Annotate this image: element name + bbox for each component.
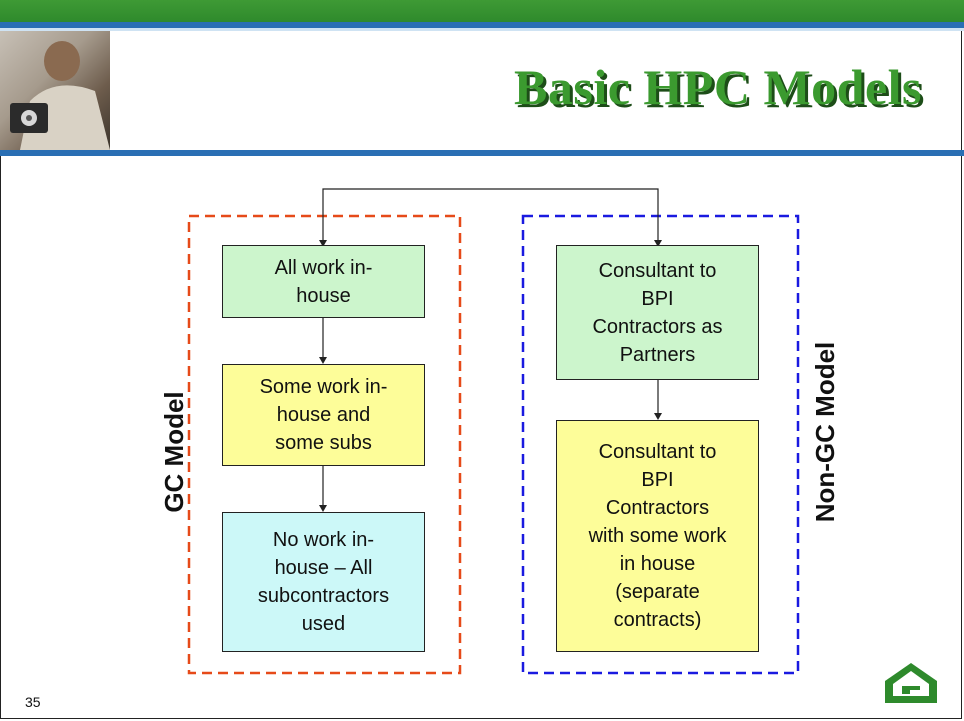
header-light-bar (0, 28, 964, 31)
arrow-head (654, 413, 662, 420)
header-bottom-bar (0, 150, 964, 156)
page-number: 35 (25, 694, 41, 710)
non-gc-box-some-inhouse: Consultant to BPI Contractors with some … (556, 420, 759, 652)
non-gc-model-label: Non-GC Model (810, 341, 840, 523)
arrow-head (654, 240, 662, 247)
arrow-head (319, 240, 327, 247)
non-gc-box-partners: Consultant to BPI Contractors as Partner… (556, 245, 759, 380)
gc-box-no-inhouse: No work in- house – All subcontractors u… (222, 512, 425, 652)
gc-box-some-inhouse: Some work in- house and some subs (222, 364, 425, 466)
arrow-head (319, 505, 327, 512)
header-blue-bar (0, 22, 964, 28)
arrow-head (319, 357, 327, 364)
gc-box-all-inhouse: All work in- house (222, 245, 425, 318)
non-gc-model-border (521, 214, 800, 675)
header-green-bar (0, 0, 964, 22)
gc-model-label: GC Model (159, 391, 189, 513)
slide-title: Basic HPC Models (514, 59, 922, 115)
top-connector (322, 188, 659, 245)
presenter-photo (0, 31, 110, 150)
home-icon (885, 663, 937, 703)
gc-model-border (187, 214, 462, 675)
